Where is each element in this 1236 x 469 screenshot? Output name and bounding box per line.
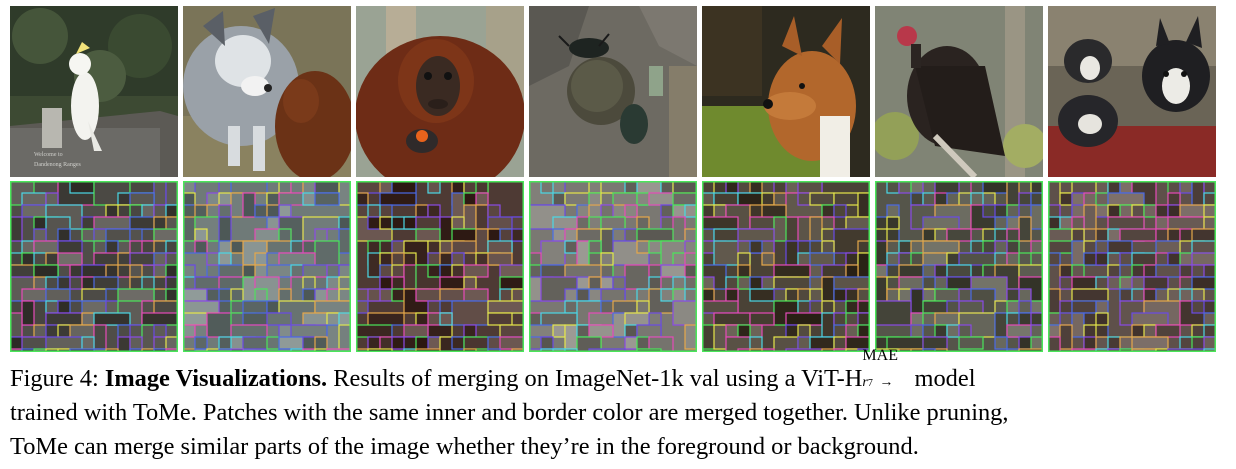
photo-cockatoo: Welcome to Dandenong Ranges: [10, 6, 178, 177]
caption-title: Image Visualizations.: [104, 365, 328, 392]
caption-text: Results of merging on ImageNet-1k val us…: [333, 365, 863, 392]
merge-map-basenji: [702, 181, 870, 352]
sign-text: Dandenong Ranges: [34, 162, 81, 168]
photo-beetle: [529, 6, 697, 177]
merge-map-beetle: [529, 181, 697, 352]
figure-label: Figure 4:: [10, 365, 99, 392]
caption-line-2: trained with ToMe. Patches with the same…: [10, 399, 1009, 426]
figure-caption: Figure 4: Image Visualizations. Results …: [10, 348, 1226, 464]
model-superscript: MAE: [862, 347, 898, 364]
photo-terriers: [1048, 6, 1216, 177]
photo-vulture: [875, 6, 1043, 177]
caption-line-3: ToMe can merge similar parts of the imag…: [10, 433, 919, 460]
photo-row: Welcome to Dandenong Ranges: [10, 6, 1218, 177]
merge-map-terriers: [1048, 181, 1216, 352]
photo-basenji: [702, 6, 870, 177]
sign-text: Welcome to: [34, 152, 63, 158]
merge-visualization-row: [10, 181, 1218, 352]
model-subscript: MAE r7 →: [862, 348, 908, 390]
photo-orangutan: [356, 6, 524, 177]
merge-map-husky: [183, 181, 351, 352]
arrow-icon: →: [879, 375, 894, 390]
caption-text: model: [914, 365, 976, 392]
merge-map-vulture: [875, 181, 1043, 352]
model-sub-r: r7: [862, 375, 873, 390]
merge-map-cockatoo: [10, 181, 178, 352]
photo-husky: [183, 6, 351, 177]
caption-line-1: Figure 4: Image Visualizations. Results …: [10, 348, 1226, 396]
merge-map-orangutan: [356, 181, 524, 352]
